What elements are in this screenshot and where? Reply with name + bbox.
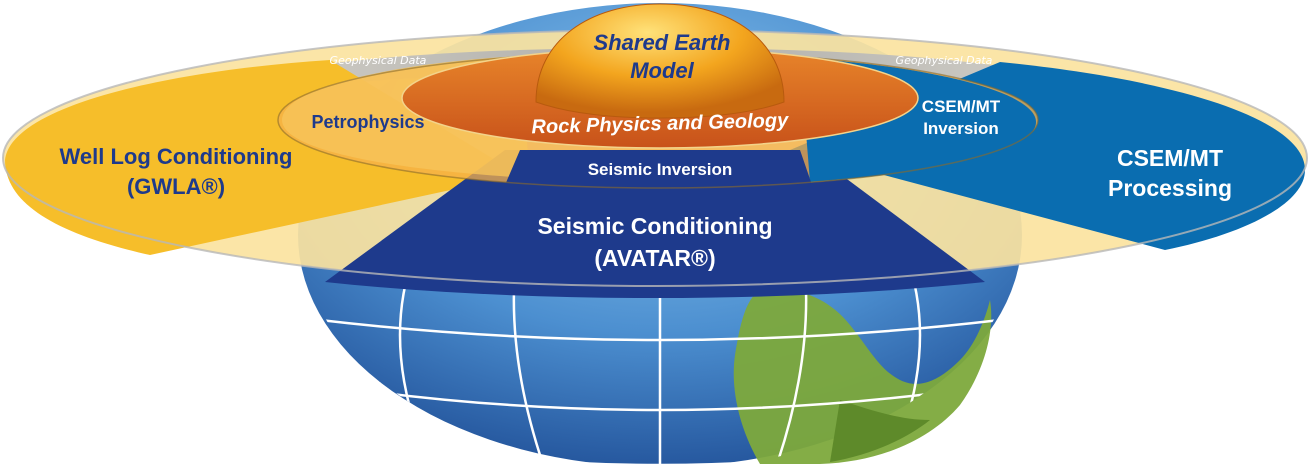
core-label-line2: Model <box>630 58 694 83</box>
seismic-conditioning-wedge <box>325 150 985 298</box>
geophysical-data-left-label: Geophysical Data <box>330 54 427 67</box>
geophysical-data-right-label: Geophysical Data <box>896 54 993 67</box>
geophysical-band <box>95 48 1215 125</box>
well-log-label-line2: (GWLA®) <box>127 174 225 199</box>
shared-earth-dome <box>535 3 785 119</box>
csem-inversion-label-line2: Inversion <box>923 119 999 138</box>
well-log-label-line1: Well Log Conditioning <box>60 144 293 169</box>
csem-processing-label-line2: Processing <box>1108 175 1232 201</box>
seismic-inversion-label: Seismic Inversion <box>588 160 733 179</box>
dome-group <box>535 3 785 119</box>
csem-processing-label-line1: CSEM/MT <box>1117 145 1223 171</box>
seismic-conditioning-label-line2: (AVATAR®) <box>594 245 715 271</box>
petrophysics-label: Petrophysics <box>311 112 424 132</box>
seismic-conditioning-label-line1: Seismic Conditioning <box>537 213 772 239</box>
csem-inversion-label-line1: CSEM/MT <box>922 97 1001 116</box>
seismic-inversion-area <box>505 150 812 190</box>
globe-land-shadow <box>830 400 930 462</box>
core-label-line1: Shared Earth <box>594 30 731 55</box>
